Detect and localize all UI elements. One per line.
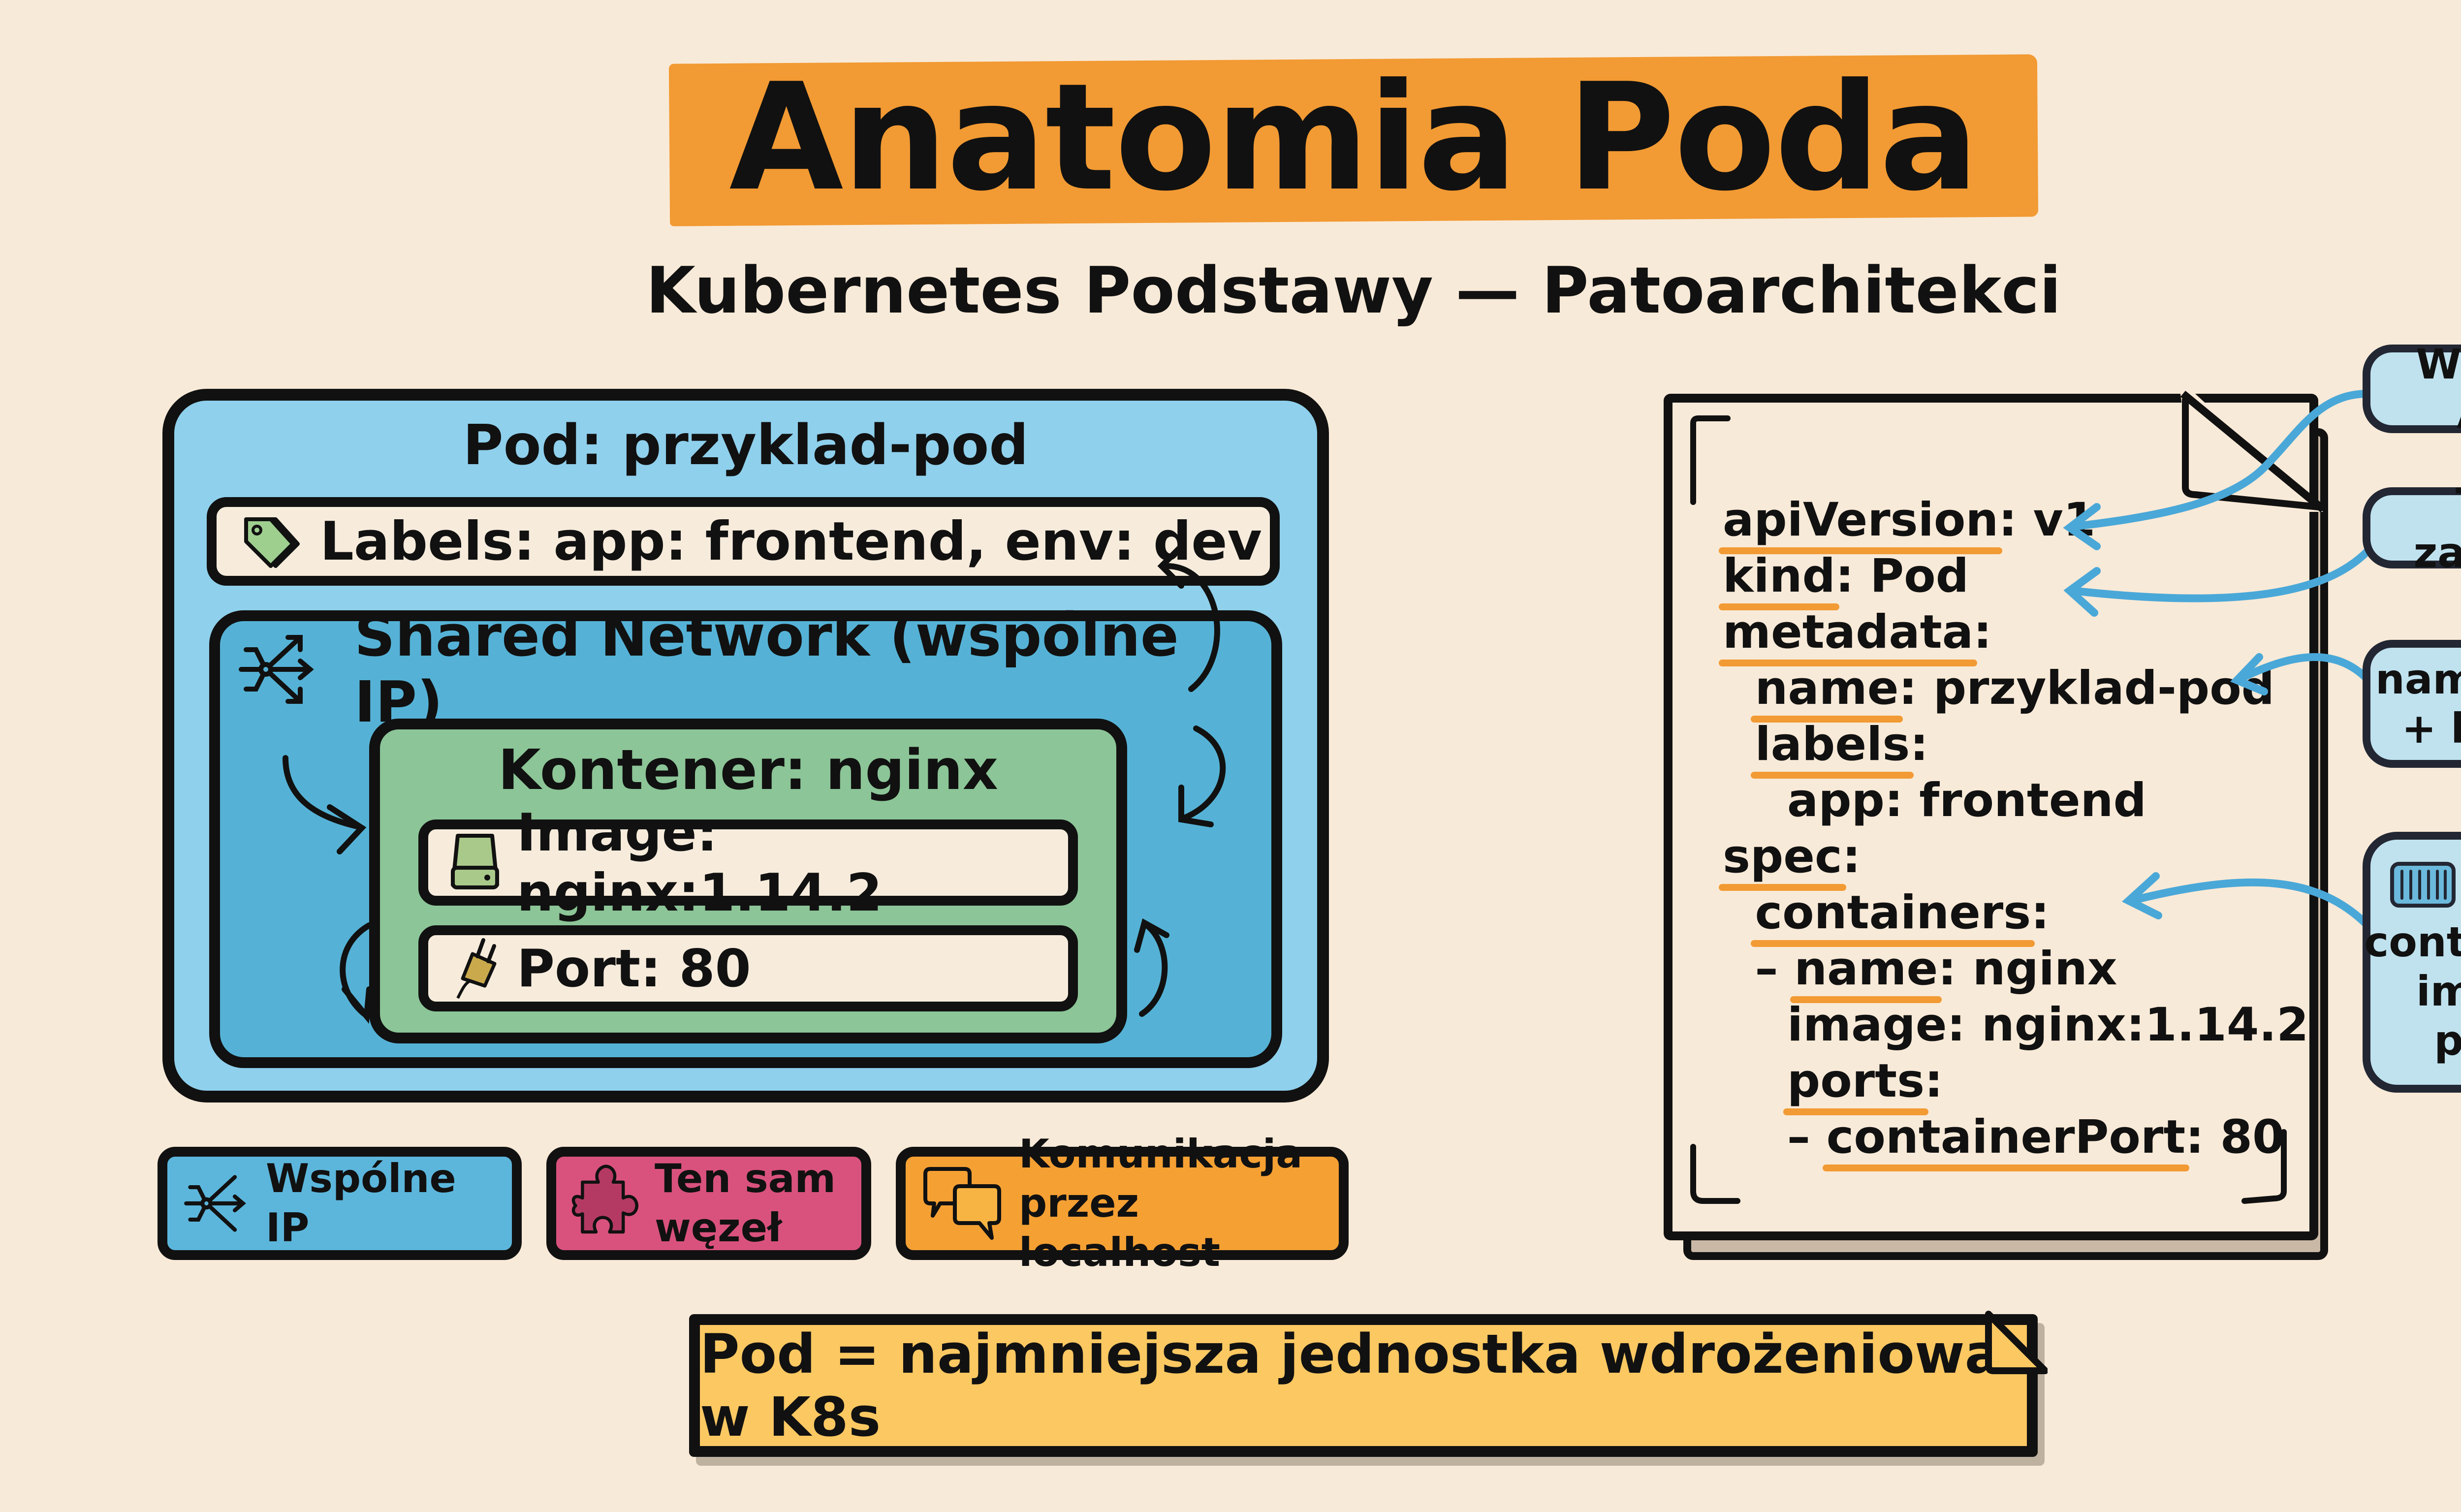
pod-title: Pod: przyklad-pod <box>463 413 1029 477</box>
yaml-line: apiVersion: v1 <box>1718 492 2308 554</box>
flow-arrows <box>283 543 1226 1024</box>
badge-shared-ip: Wspólne IP <box>158 1147 522 1260</box>
yaml-line: metadata: <box>1718 604 2308 666</box>
disk-icon <box>448 831 502 895</box>
yaml-line: image: nginx:1.14.2 <box>1787 998 2309 1052</box>
yaml-line: kind: Pod <box>1719 548 2308 610</box>
container-port-text: Port: 80 <box>517 938 751 999</box>
shared-network-title: Shared Network (wspólne IP) <box>354 603 1179 735</box>
summary-note: Pod = najmniejsza jednostka wdrożeniowa … <box>689 1314 2038 1457</box>
note-fold-icon <box>1985 1311 2048 1374</box>
yaml-line: app: frontend <box>1787 774 2146 827</box>
tag-icon <box>236 509 300 573</box>
pod-labels-bar: Labels: app: frontend, env: dev <box>207 497 1280 586</box>
summary-note-text: Pod = najmniejsza jednostka wdrożeniowa … <box>700 1323 2001 1449</box>
callout-metadata: name name + labels <box>2363 640 2461 768</box>
container-image-text: Image: nginx:1.14.2 <box>517 802 883 923</box>
yaml-line: ports: <box>1723 1053 2308 1115</box>
yaml-document <box>1664 394 2318 1240</box>
callout-api-version: Wersja API <box>2363 340 2461 438</box>
yaml-line: name: przyklad-pod <box>1723 661 2308 723</box>
yaml-line: containers: <box>1723 885 2308 947</box>
yaml-line: spec: <box>1719 829 2308 891</box>
yaml-line: labels: <box>1723 717 2308 779</box>
spec-icons <box>2390 862 2456 908</box>
yaml-line: – containerPort: 80 <box>1723 1109 2308 1171</box>
page-fold-icon <box>2180 390 2326 513</box>
yaml-line: – name: nginx <box>1723 941 2308 1003</box>
badge-shared-ip-label: Wspólne IP <box>266 1156 456 1251</box>
container-image-field: Image: nginx:1.14.2 <box>418 803 1078 923</box>
plug-icon <box>448 934 502 1003</box>
container-port-field: Port: 80 <box>418 925 1078 1011</box>
page-subtitle: Kubernetes Podstawy — Patoarchitekci <box>646 253 2061 328</box>
yaml-code: apiVersion: v1 kind: Pod metadata: name:… <box>1718 492 2309 1171</box>
container-icon <box>2390 862 2456 908</box>
puzzle-piece-icon <box>571 1162 640 1245</box>
chat-bubbles-icon <box>920 1164 1004 1243</box>
callout-kind: Typ zasobu <box>2363 479 2461 577</box>
container-title: Kontener: nginx <box>498 738 998 802</box>
document-corner-marks <box>1690 415 2287 1204</box>
network-share-icon <box>236 628 320 711</box>
shared-network-header: Shared Network (wspólne IP) <box>226 603 1260 735</box>
page-title: Anatomia Poda <box>729 52 1979 223</box>
callout-arrows <box>2063 390 2371 929</box>
pod-labels-text: Labels: app: frontend, env: dev <box>320 510 1262 572</box>
network-share-icon <box>182 1169 251 1238</box>
